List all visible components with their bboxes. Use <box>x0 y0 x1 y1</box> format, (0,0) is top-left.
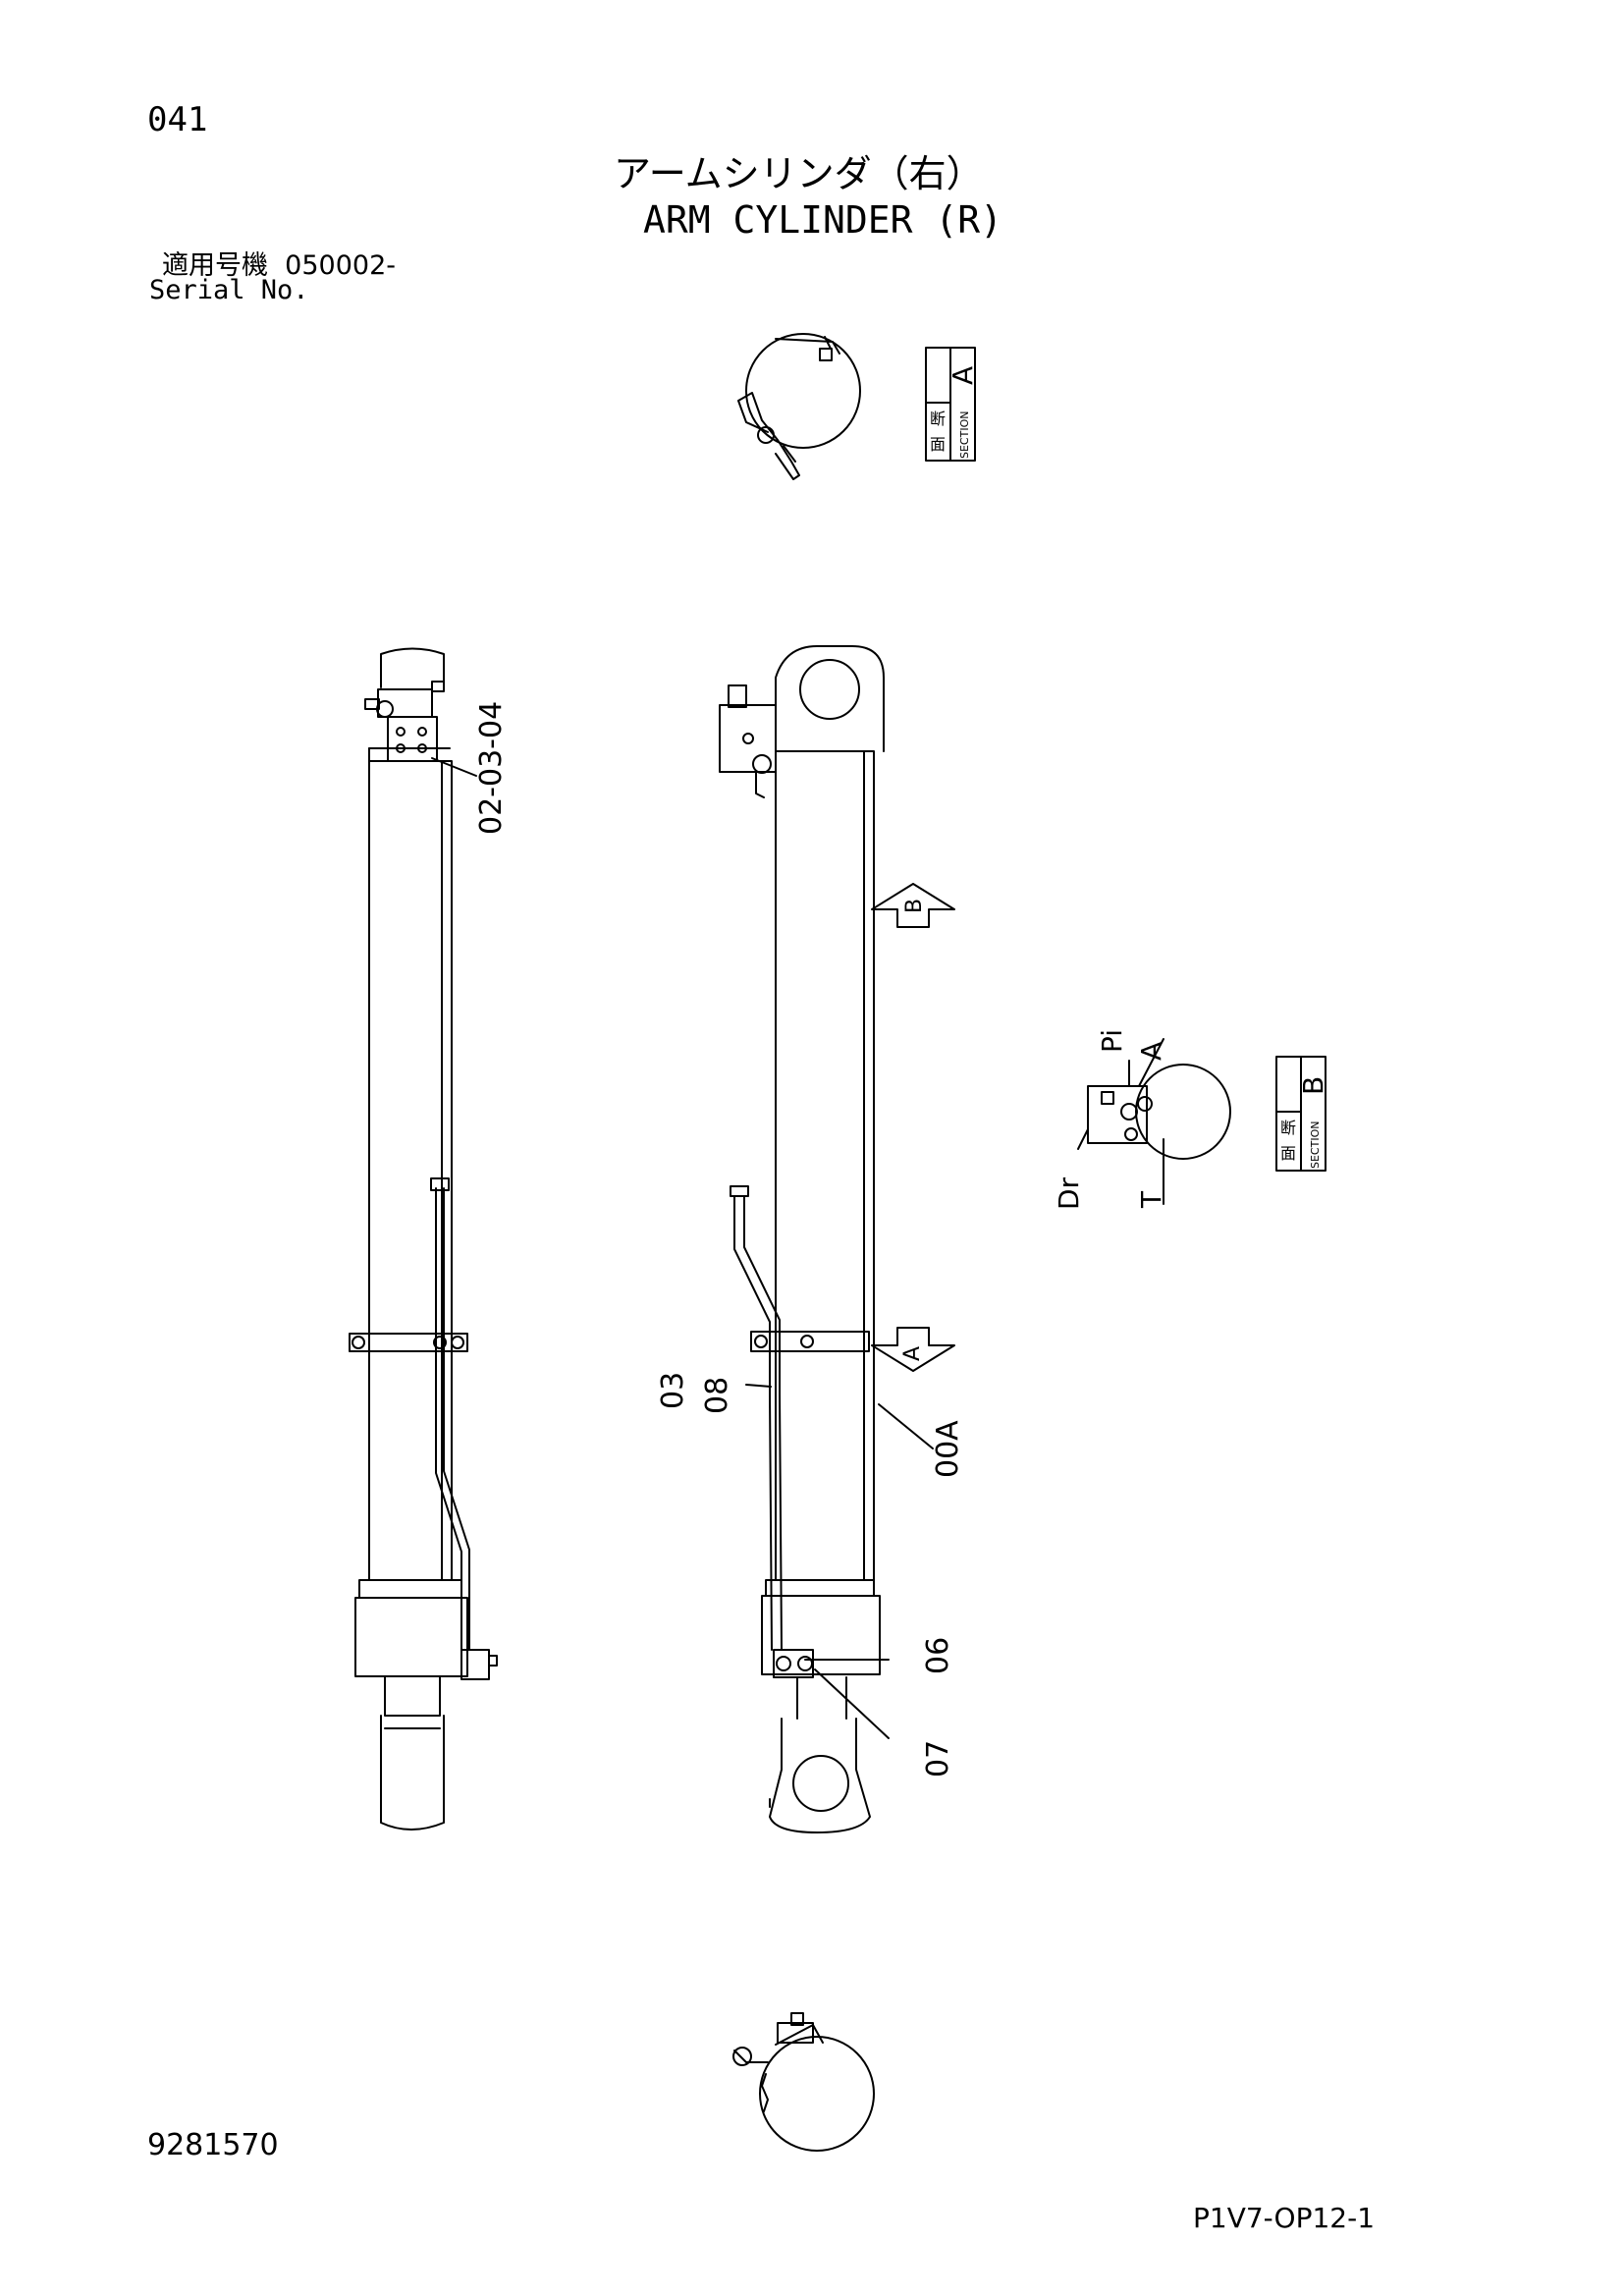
title-english: ARM CYLINDER (R) <box>643 198 1003 242</box>
section-b-kanji2: 面 <box>1280 1144 1296 1163</box>
section-a-kanji2: 面 <box>930 435 946 454</box>
section-b-letter: B <box>1297 1076 1329 1095</box>
cylinder-side-view <box>349 647 498 1831</box>
port-label-t: T <box>1135 1190 1167 1209</box>
callout-08: 08 <box>700 1377 734 1414</box>
title-japanese: アームシリンダ（右） <box>614 152 984 195</box>
section-b-view <box>1077 1038 1231 1205</box>
section-b-word: SECTION <box>1309 1121 1322 1169</box>
section-a-kanji1: 断 <box>930 410 946 428</box>
port-label-a: A <box>1135 1042 1167 1061</box>
section-a-letter: A <box>947 366 979 385</box>
callout-06: 06 <box>921 1637 955 1674</box>
serial-value: 050002- <box>285 250 396 281</box>
view-arrow-b-letter: B <box>902 899 927 913</box>
callout-03: 03 <box>656 1372 690 1409</box>
section-b-label-box: 断 面 SECTION B <box>1275 1056 1329 1172</box>
section-a-label-box: 断 面 SECTION A <box>925 347 979 462</box>
callout-02-03-04: 02-03-04 <box>474 701 509 835</box>
serial-applicability: 適用号機 050002- <box>162 252 396 279</box>
callout-00a: 00A <box>931 1420 965 1478</box>
section-a-word: SECTION <box>958 411 971 459</box>
serial-label-ja: 適用号機 <box>162 250 268 281</box>
bottom-section-view <box>732 2012 875 2152</box>
sheet-code: P1V7-OP12-1 <box>1193 2202 1376 2234</box>
cylinder-front-view <box>719 645 885 1833</box>
drawing-number: 9281570 <box>147 2128 279 2162</box>
section-a-view <box>737 333 861 480</box>
page-number: 041 <box>147 100 208 139</box>
view-arrow-a-letter: A <box>900 1346 925 1361</box>
view-arrow-b: B <box>871 883 955 928</box>
view-arrow-a: A <box>871 1327 955 1372</box>
port-label-pi: Pi <box>1096 1029 1128 1053</box>
callout-02-03-04-leader <box>431 757 477 777</box>
callout-leaders-front <box>745 1384 934 1739</box>
callout-07: 07 <box>921 1740 955 1777</box>
section-b-kanji1: 断 <box>1280 1119 1296 1137</box>
serial-label-en: Serial No. <box>149 275 309 305</box>
port-label-dr: Dr <box>1053 1176 1085 1210</box>
